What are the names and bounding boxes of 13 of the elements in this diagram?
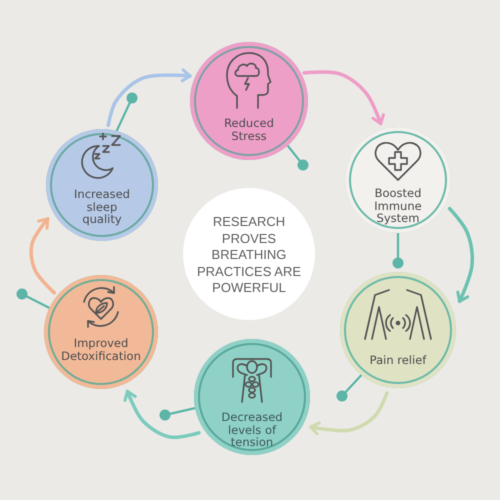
benefit-label: Boosted Immune System — [373, 187, 423, 224]
arrow — [309, 391, 389, 436]
arrow — [302, 70, 385, 126]
arrow — [106, 68, 192, 128]
benefit-label: Improved Detoxification — [60, 337, 142, 362]
arrow — [29, 217, 56, 295]
headline-text: RESEARCH PROVES BREATHING PRACTICES ARE POWERFUL — [196, 214, 302, 296]
benefit-label: Increased sleep quality — [73, 188, 131, 226]
arrow — [123, 390, 201, 440]
benefit-label: Pain relief — [370, 354, 426, 366]
benefit-label: Reduced Stress — [223, 117, 275, 142]
arrow — [448, 206, 474, 303]
benefit-label: Decreased levels of tension — [220, 411, 284, 448]
